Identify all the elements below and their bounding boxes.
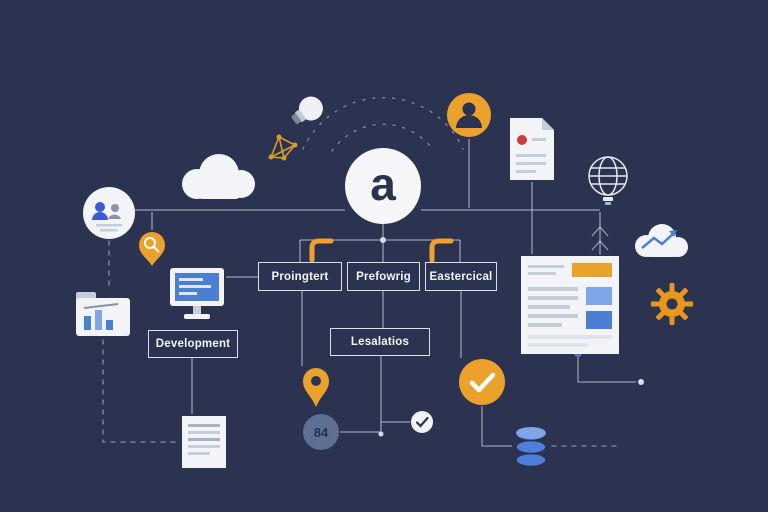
globe-icon [583,154,633,208]
lightbulb-icon [286,90,326,134]
cloud-chart-icon [628,220,692,262]
check-badge-icon [458,358,506,406]
cloud-icon [173,150,265,202]
map-pin-icon [300,366,332,410]
flow-box-2: Prefowrig [347,262,420,291]
monitor-icon [168,266,226,326]
stat-badge: 84 [303,414,339,450]
check-circle-icon [410,410,434,434]
development-box: Development [148,330,238,358]
logo-circle: a [345,148,421,224]
development-label: Development [155,338,231,350]
flow-box-1-label: Proingtert [271,270,329,283]
flow-box-2-label: Prefowrig [356,270,411,283]
list-document-icon [180,414,228,470]
team-circle-icon [82,186,136,240]
browser-window-icon [520,255,620,355]
flow-box-3-label: Eastercical [429,270,493,283]
lesalatios-label: Lesalatios [350,336,410,348]
gear-icon [650,282,694,326]
flow-box-3: Eastercical [425,262,497,291]
stat-badge-value: 84 [313,424,329,440]
lesalatios-box: Lesalatios [330,328,430,356]
user-badge-icon [446,92,492,138]
logo-letter: a [370,158,396,210]
chart-card-icon [74,290,132,338]
flow-box-1: Proingtert [258,262,342,291]
document-icon [508,116,556,182]
database-icon [514,424,548,468]
network-icon [264,130,302,164]
search-marker-icon [134,230,170,268]
